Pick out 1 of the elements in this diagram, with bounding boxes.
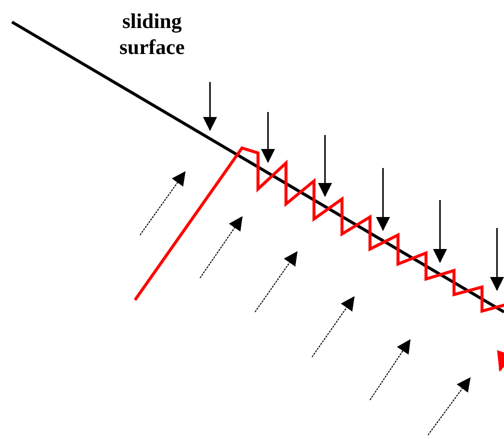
- sliding-surface-label: sliding surface: [118, 8, 186, 60]
